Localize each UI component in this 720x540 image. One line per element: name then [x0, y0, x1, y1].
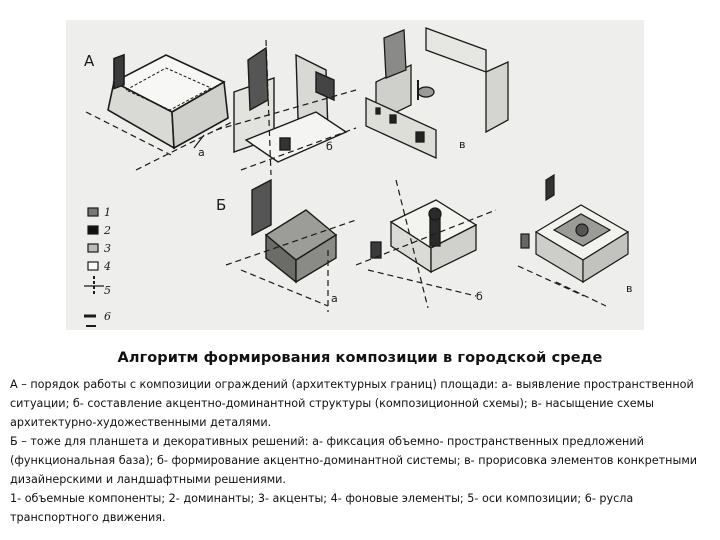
caption-legend-paragraph: 1- объемные компоненты; 2- доминанты; 3-… — [10, 492, 634, 524]
legend-symbol-4 — [87, 261, 99, 271]
caption-paragraph-a: А – порядок работы с композиции огражден… — [10, 378, 694, 429]
caption-paragraph-b: Б – тоже для планшета и декоративных реш… — [10, 435, 698, 486]
sub-label-a-a: а — [198, 146, 205, 159]
figure-drawing: А а б в — [84, 27, 632, 327]
legend-symbol-3 — [87, 243, 99, 253]
panel-a-a — [85, 53, 237, 171]
legend-number-3: 3 — [104, 242, 111, 255]
panel-a-v — [365, 27, 509, 160]
algorithm-figure: А а б в — [66, 20, 644, 330]
panel-b-b — [355, 179, 497, 309]
sub-label-a-v: в — [459, 138, 465, 151]
panel-a-b — [215, 39, 357, 176]
legend-number-4: 4 — [103, 260, 111, 273]
sub-label-b-a: а — [331, 292, 338, 305]
legend-number-1: 1 — [104, 206, 111, 219]
panel-b-a — [225, 178, 357, 312]
panel-b-v — [517, 173, 630, 307]
legend-symbol-2 — [87, 225, 99, 235]
sub-label-b-b: б — [476, 290, 483, 303]
legend-number-6: 6 — [104, 310, 111, 323]
sub-label-b-v: в — [626, 282, 632, 295]
legend-symbol-1 — [87, 207, 99, 217]
sub-label-a-b: б — [326, 140, 333, 153]
legend — [84, 207, 104, 327]
caption-title: Алгоритм формирования композиции в город… — [117, 350, 603, 366]
label-a: А — [84, 52, 95, 70]
legend-number-2: 2 — [103, 224, 111, 237]
legend-number-5: 5 — [104, 284, 111, 297]
label-b: Б — [216, 196, 226, 214]
